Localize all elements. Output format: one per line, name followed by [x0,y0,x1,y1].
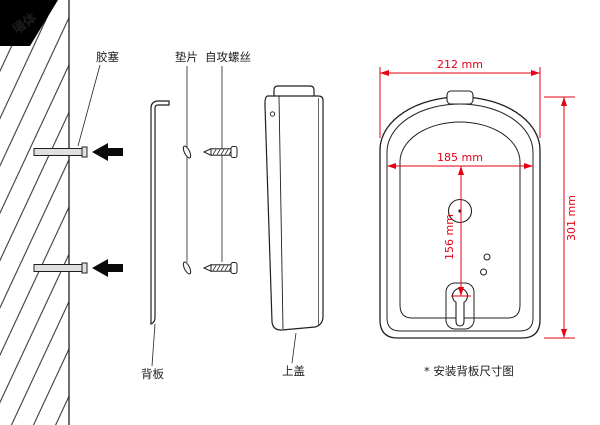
backplate-side-view: 背板 [141,100,170,381]
arrow-left-icon [387,163,396,169]
hanging-tab [446,90,474,105]
keyhole-recess [445,282,475,330]
anchor-label: 胶塞 [96,50,119,64]
keyhole [451,287,469,327]
cover-outline [264,95,324,331]
front-inner-outline [386,103,534,332]
cover-seam-line [278,95,284,330]
cover-top-cap [273,85,315,96]
leader-lines [77,64,223,262]
screw-hole-2 [480,268,487,276]
front-panel-outline [399,121,521,319]
dim-outer-width: 212 mm [437,58,483,71]
dim-inner-height: 156 mm [443,214,456,260]
anchor-leader-line [77,64,101,147]
backplate-label: 背板 [141,367,164,381]
backplate-front-view [379,90,541,339]
arrow-right-icon [524,163,533,169]
arrow-left-icon [380,70,389,76]
wall-hatching [0,0,69,425]
backplate-outline [150,100,170,325]
cover-side-view: 上盖 [264,85,324,378]
arrow-right-icon [531,70,540,76]
arrow-down-icon [561,329,567,338]
backplate-leader-line [151,323,156,367]
cover-pin-hole [269,111,276,117]
caption: * 安装背板尺寸图 [424,364,514,378]
screw-label: 自攻螺丝 [205,50,251,64]
dim-outer-height: 301 mm [565,195,578,241]
arrow-up-icon [561,97,567,106]
arrow-down-icon [458,287,464,296]
cover-leader-line [291,332,297,364]
wall-section: 墙体 [0,0,70,425]
washer-label: 垫片 [175,50,198,64]
arrow-up-icon [458,166,464,175]
dim-inner-width: 185 mm [437,151,483,164]
screw-hole-1 [483,253,491,261]
cover-label: 上盖 [282,364,305,378]
dimension-annotations: 212 mm 185 mm 301 mm 156 mm [379,58,578,339]
wall-title-box [0,0,58,46]
